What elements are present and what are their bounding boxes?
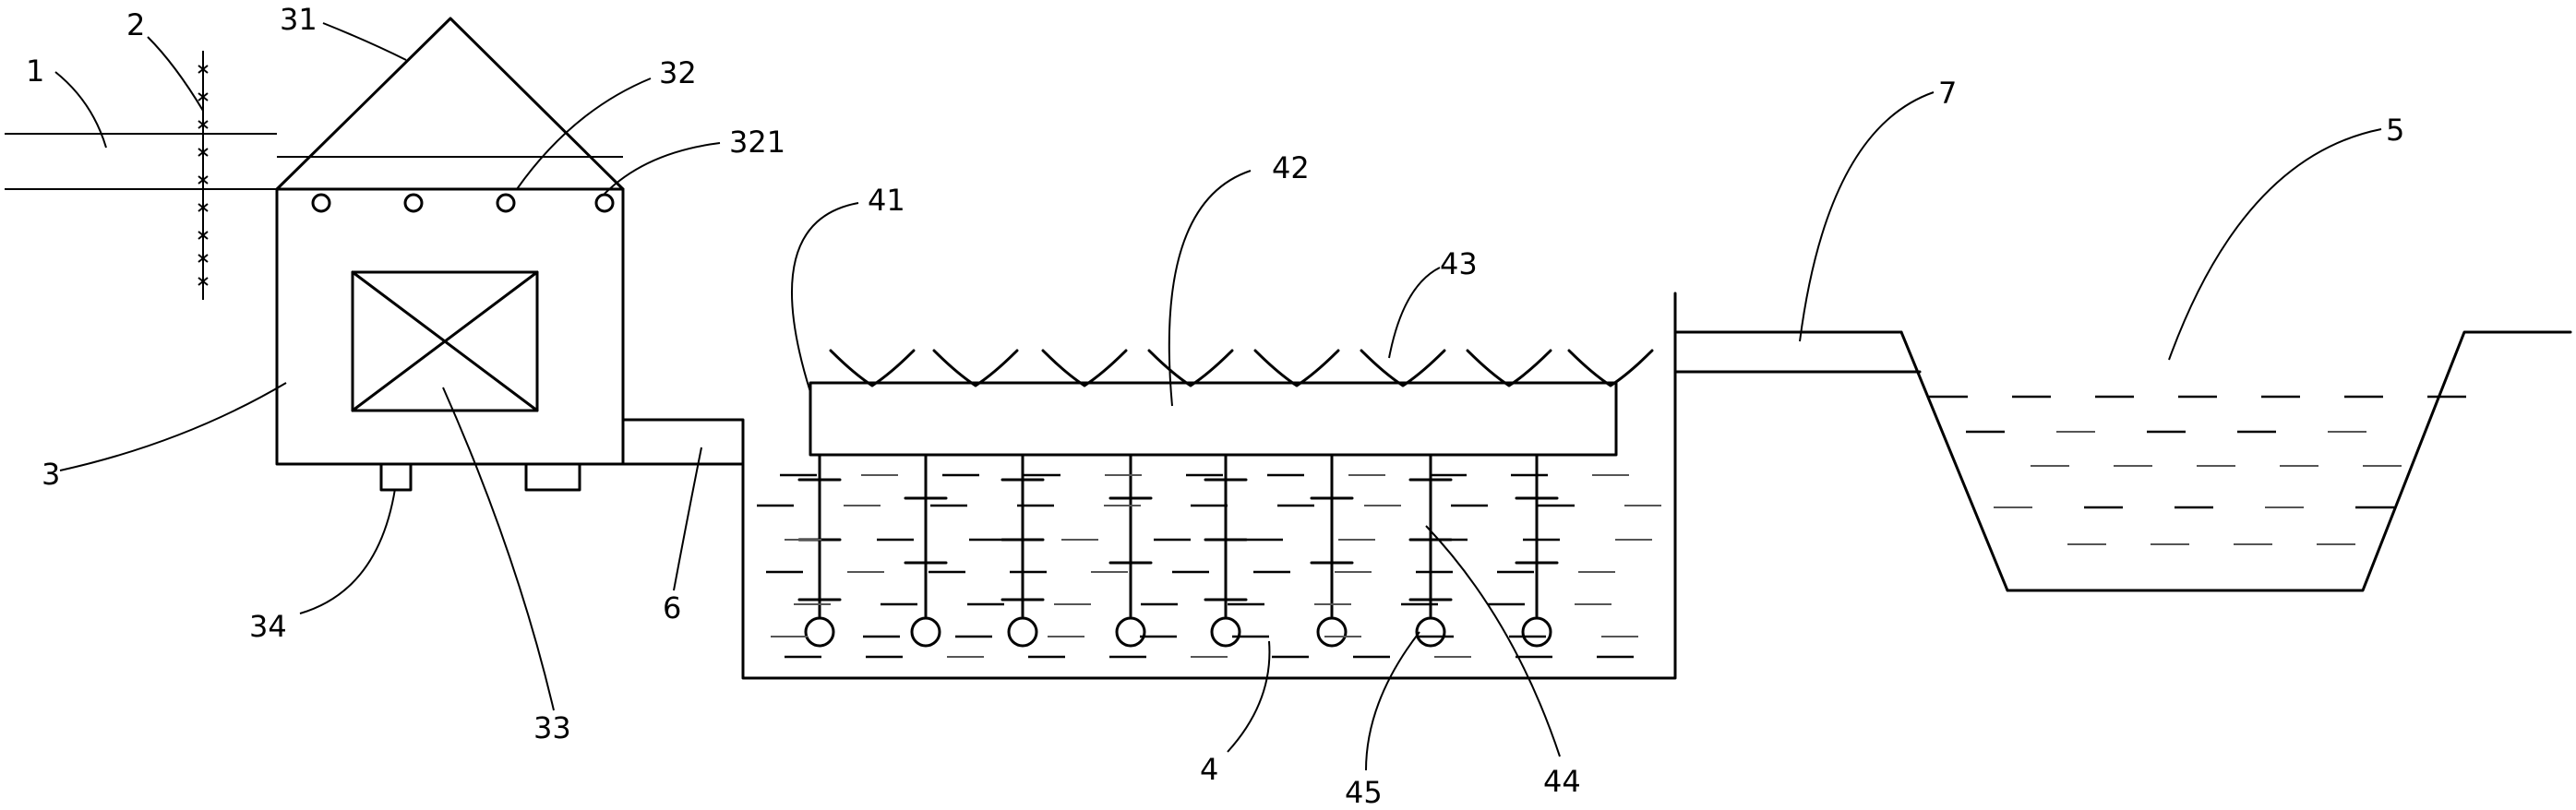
leaf — [1466, 349, 1552, 387]
ball-45 — [1210, 616, 1241, 648]
label-3: 3 — [42, 457, 60, 492]
leaf — [1041, 349, 1128, 387]
grid-cross — [198, 120, 209, 129]
root-rods — [797, 453, 1559, 648]
treatment-tank — [741, 292, 1677, 680]
label-31: 31 — [280, 2, 318, 37]
nozzle — [311, 193, 331, 213]
leaf — [1147, 349, 1234, 387]
leader-7 — [1799, 91, 1935, 342]
tank-water — [757, 473, 1661, 659]
label-321: 321 — [729, 125, 785, 160]
nozzle — [496, 193, 516, 213]
label-5: 5 — [2386, 113, 2404, 148]
grid-cross — [198, 65, 209, 74]
labels: 1 2 31 32 321 3 33 34 6 41 42 43 4 45 44… — [26, 2, 2404, 810]
label-44: 44 — [1543, 764, 1581, 799]
base-supports — [379, 462, 581, 492]
label-7: 7 — [1938, 76, 1957, 111]
leader-34 — [299, 488, 396, 614]
label-33: 33 — [533, 710, 571, 745]
label-42: 42 — [1272, 150, 1310, 185]
spray-nozzles — [311, 193, 615, 213]
leader-1 — [54, 71, 107, 149]
nozzle — [594, 193, 615, 213]
grid-cross — [198, 277, 209, 286]
leader-6 — [673, 447, 702, 591]
ball-45 — [1521, 616, 1552, 648]
label-41: 41 — [868, 183, 905, 218]
ball-45 — [804, 616, 835, 648]
grid-cross — [198, 175, 209, 185]
leader-45 — [1365, 631, 1420, 771]
leader-4 — [1227, 640, 1271, 753]
ball-45 — [1007, 616, 1038, 648]
leader-31 — [322, 22, 407, 61]
label-45: 45 — [1345, 775, 1383, 810]
building-house — [275, 17, 745, 466]
leader-32 — [516, 77, 652, 190]
label-6: 6 — [663, 590, 681, 625]
leaf — [829, 349, 916, 387]
leader-321 — [604, 142, 721, 195]
leader-42 — [1168, 170, 1252, 407]
screen-grid — [198, 51, 209, 300]
leader-41 — [790, 202, 859, 393]
ball-45 — [1316, 616, 1348, 648]
equipment-box — [351, 270, 539, 412]
leader-2 — [147, 36, 204, 112]
leaf — [1567, 349, 1654, 387]
leader-33 — [442, 387, 555, 711]
floating-bed — [809, 381, 1618, 457]
grid-cross — [198, 231, 209, 240]
inlet-pipe — [5, 133, 277, 190]
pond-water — [1929, 395, 2466, 545]
grid-cross — [198, 148, 209, 157]
label-4: 4 — [1200, 752, 1218, 787]
leaf — [932, 349, 1019, 387]
leader-lines — [54, 22, 2382, 771]
nozzle — [403, 193, 424, 213]
label-32: 32 — [659, 55, 697, 90]
label-34: 34 — [249, 609, 287, 644]
leader-3 — [59, 382, 287, 471]
leader-5 — [2168, 128, 2382, 361]
grid-cross — [198, 203, 209, 212]
leader-43 — [1388, 267, 1441, 359]
grid-cross — [198, 254, 209, 263]
ball-45 — [1115, 616, 1146, 648]
grid-cross — [198, 92, 209, 101]
ball-45 — [910, 616, 941, 648]
label-43: 43 — [1440, 246, 1478, 281]
label-2: 2 — [126, 7, 145, 42]
leader-44 — [1425, 525, 1561, 757]
plant-leaves — [829, 349, 1654, 387]
outlet-pipe — [1673, 330, 1922, 374]
pond — [1899, 330, 2572, 592]
leaf — [1253, 349, 1340, 387]
ball-45 — [1415, 616, 1446, 648]
label-1: 1 — [26, 54, 44, 89]
leaf — [1360, 349, 1446, 387]
